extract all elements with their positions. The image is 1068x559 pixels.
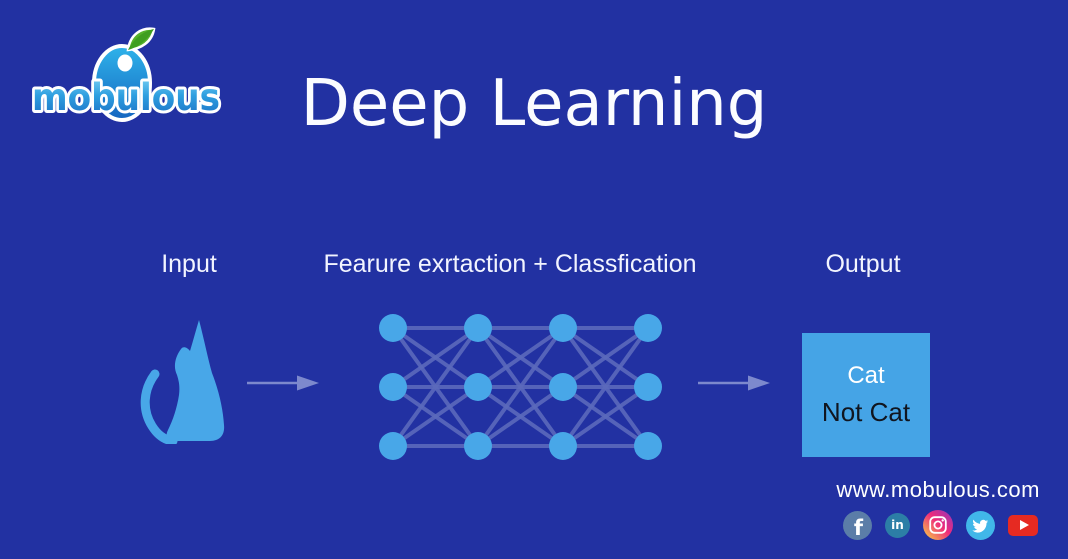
network-node [549,373,577,401]
facebook-icon[interactable]: f [843,510,872,540]
network-node [464,314,492,342]
network-node [379,432,407,460]
output-result-box: Cat Not Cat [802,333,930,457]
brand-wordmark: mobulous [32,76,220,119]
fruit-icon [92,27,156,122]
network-node [634,432,662,460]
cat-silhouette-icon [140,320,225,444]
network-node [379,314,407,342]
output-class-cat: Cat [847,362,885,389]
website-url: www.mobulous.com [836,477,1040,502]
twitter-bird-glyph [972,519,989,533]
output-label: Output [825,250,901,278]
network-node [549,314,577,342]
network-node [634,314,662,342]
arrow-network-to-output-icon [698,375,770,391]
instagram-icon[interactable] [923,510,953,540]
network-node [379,373,407,401]
linkedin-icon[interactable]: in [885,512,910,538]
twitter-icon[interactable] [966,510,995,540]
page-title: Deep Learning [300,67,768,141]
network-node [464,432,492,460]
output-class-not-cat: Not Cat [821,397,911,427]
network-node [549,432,577,460]
facebook-glyph: f [853,515,864,540]
instagram-camera-glyph [929,516,947,534]
mobulous-logo: mobulous [29,27,223,122]
social-icons-row: f in [843,510,1038,540]
arrow-input-to-network-icon [247,375,319,391]
network-node [464,373,492,401]
neural-network-svg [379,314,662,460]
input-label: Input [161,250,217,278]
process-label: Fearure exrtaction + Classfication [323,250,697,278]
linkedin-glyph: in [891,518,904,532]
youtube-icon[interactable] [1008,514,1038,536]
youtube-play-glyph [1019,520,1029,530]
network-node [634,373,662,401]
